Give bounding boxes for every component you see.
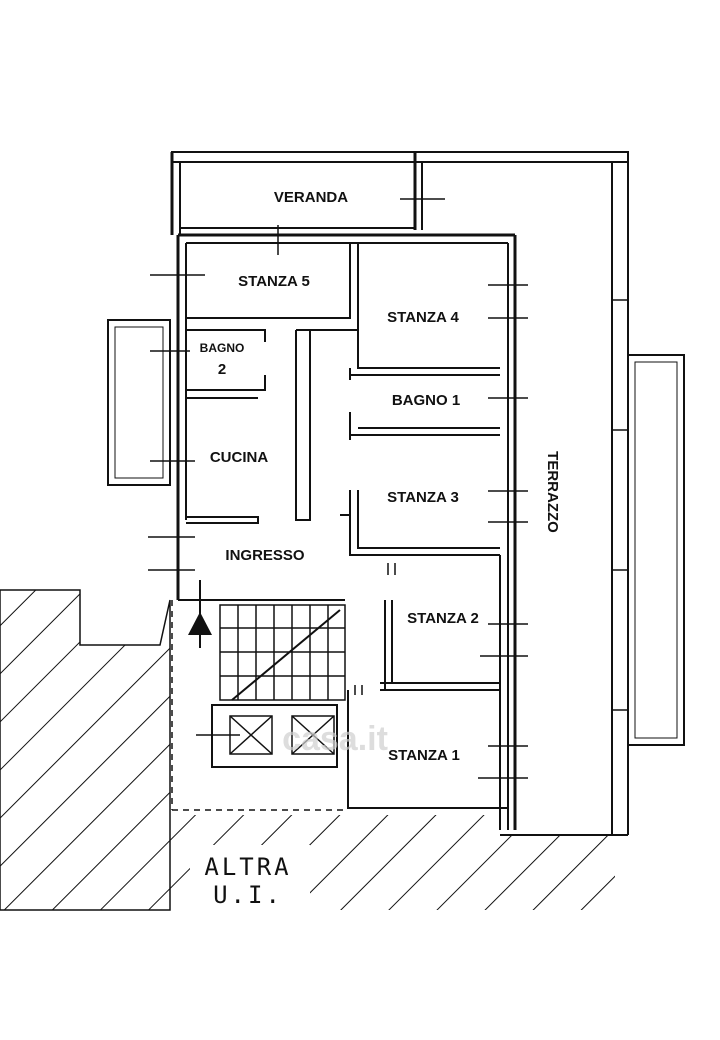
room-label-bagno-2-line2: 2: [218, 361, 226, 378]
room-label-stanza-1: STANZA 1: [388, 747, 460, 764]
room-label-bagno-2-line1: BAGNO: [200, 341, 245, 355]
room-label-stanza-4: STANZA 4: [387, 309, 459, 326]
room-label-terrazzo: TERRAZZO: [544, 451, 561, 533]
room-label-ingresso: INGRESSO: [225, 547, 305, 564]
room-label-stanza-2: STANZA 2: [407, 610, 479, 627]
room-label-cucina: CUCINA: [210, 449, 268, 466]
balcony-right: [627, 354, 685, 746]
room-label-stanza-3: STANZA 3: [387, 489, 459, 506]
room-label-bagno-1: BAGNO 1: [392, 392, 460, 409]
apartment-walls: [176, 233, 517, 830]
annotation-line-1: ALTRA: [204, 853, 291, 881]
annotation-line-2: U.I.: [213, 881, 283, 909]
openings: [148, 198, 528, 779]
label-backdrop: [190, 845, 310, 910]
room-label-veranda: VERANDA: [274, 189, 348, 206]
room-label-stanza-5: STANZA 5: [238, 273, 310, 290]
balcony-left: [107, 319, 171, 486]
entrance-arrow-icon: [188, 580, 212, 648]
watermark-text: casa.it: [282, 720, 388, 758]
